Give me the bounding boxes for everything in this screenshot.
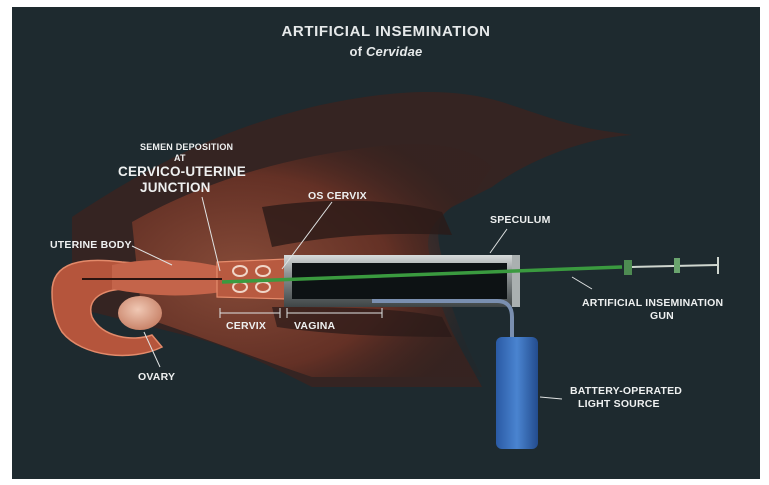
illustration-panel: ARTIFICIAL INSEMINATION of Cervidae SEME… <box>12 7 760 479</box>
label-at: AT <box>174 153 186 163</box>
label-os-cervix: OS CERVIX <box>308 190 367 202</box>
light-source-body <box>496 337 538 449</box>
subtitle-italic: Cervidae <box>366 44 423 59</box>
uterine-body <box>112 260 222 296</box>
leader-speculum <box>490 229 507 253</box>
speculum-rim <box>512 255 520 307</box>
gun-collar <box>674 258 680 273</box>
label-semen-deposition: SEMEN DEPOSITION <box>140 142 233 152</box>
diagram-subtitle: of Cervidae <box>12 44 760 59</box>
leader-light-source <box>540 397 562 399</box>
ovary-shape <box>118 296 162 330</box>
gun-grip <box>624 260 632 275</box>
label-speculum: SPECULUM <box>490 214 551 226</box>
leader-ai-gun <box>572 277 592 289</box>
label-vagina: VAGINA <box>294 320 335 332</box>
label-uterine-body: UTERINE BODY <box>50 239 132 251</box>
label-light-line1: BATTERY-OPERATED <box>570 385 682 397</box>
speculum-interior <box>292 263 507 299</box>
label-cervico-uterine: CERVICO-UTERINE <box>118 164 246 180</box>
subtitle-prefix: of <box>349 44 362 59</box>
diagram-title: ARTIFICIAL INSEMINATION <box>12 23 760 40</box>
label-junction: JUNCTION <box>140 180 211 196</box>
label-light-line2: LIGHT SOURCE <box>578 398 660 410</box>
label-ovary: OVARY <box>138 371 175 383</box>
label-ai-gun-line2: GUN <box>650 310 674 322</box>
label-cervix: CERVIX <box>226 320 266 332</box>
label-ai-gun-line1: ARTIFICIAL INSEMINATION <box>582 297 723 309</box>
